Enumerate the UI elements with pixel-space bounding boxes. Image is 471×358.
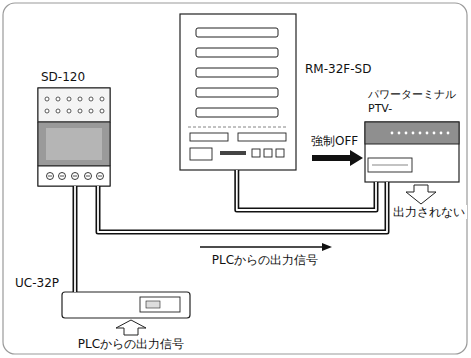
cable <box>98 182 387 232</box>
cable <box>237 170 376 210</box>
rm-32f-sd-device <box>180 14 296 170</box>
controller-unit: RM-32F-SD <box>180 14 296 170</box>
signal-arrow <box>200 243 332 251</box>
no-output-arrow <box>406 185 436 204</box>
sd-120-device <box>38 88 110 186</box>
device-name: RM-32F-SD <box>304 62 372 76</box>
signal-note: 強制OFF <box>309 134 360 148</box>
power-terminal-device <box>365 122 459 182</box>
cable <box>75 186 76 292</box>
unit-box: UC-32P <box>62 292 190 318</box>
device-name: UC-32P <box>14 276 60 290</box>
input-arrow <box>116 320 146 335</box>
uc-32p-device <box>62 292 190 318</box>
signal-label: PLCからの出力信号 <box>76 337 186 351</box>
frame <box>3 3 467 354</box>
device-name: パワーターミナル PTV- <box>367 88 465 116</box>
force-off-arrow <box>312 150 363 166</box>
device-name: SD-120 <box>40 70 86 84</box>
result-note: 出力されない <box>391 205 467 219</box>
signal-label: PLCからの出力信号 <box>210 253 320 267</box>
terminal-box: パワーターミナル PTV- <box>365 122 459 182</box>
device-box: SD-120 <box>38 88 110 186</box>
